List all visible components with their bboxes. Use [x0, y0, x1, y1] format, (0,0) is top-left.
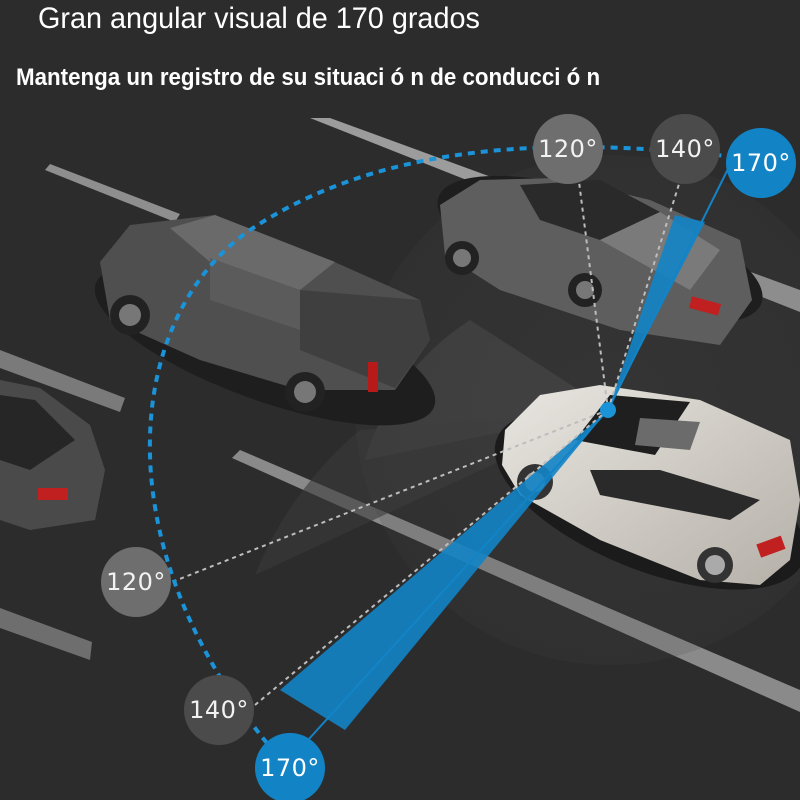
page-subtitle: Mantenga un registro de su situaci ó n d… — [16, 64, 601, 91]
angle-guides — [171, 149, 686, 706]
angle-badge-120-top: 120° — [533, 114, 603, 184]
angle-badge-170-top: 170° — [726, 128, 796, 198]
pickup-truck — [94, 215, 436, 426]
angle-badge-120-bottom: 120° — [101, 547, 171, 617]
angle-badge-140-top: 140° — [650, 114, 720, 184]
angle-badge-140-bottom: 140° — [184, 675, 254, 745]
view-beam-bottom — [280, 410, 608, 730]
page-title: Gran angular visual de 170 grados — [38, 2, 480, 35]
camera-point — [600, 402, 616, 418]
left-car — [0, 380, 105, 530]
angle-badge-170-bottom: 170° — [255, 733, 325, 800]
